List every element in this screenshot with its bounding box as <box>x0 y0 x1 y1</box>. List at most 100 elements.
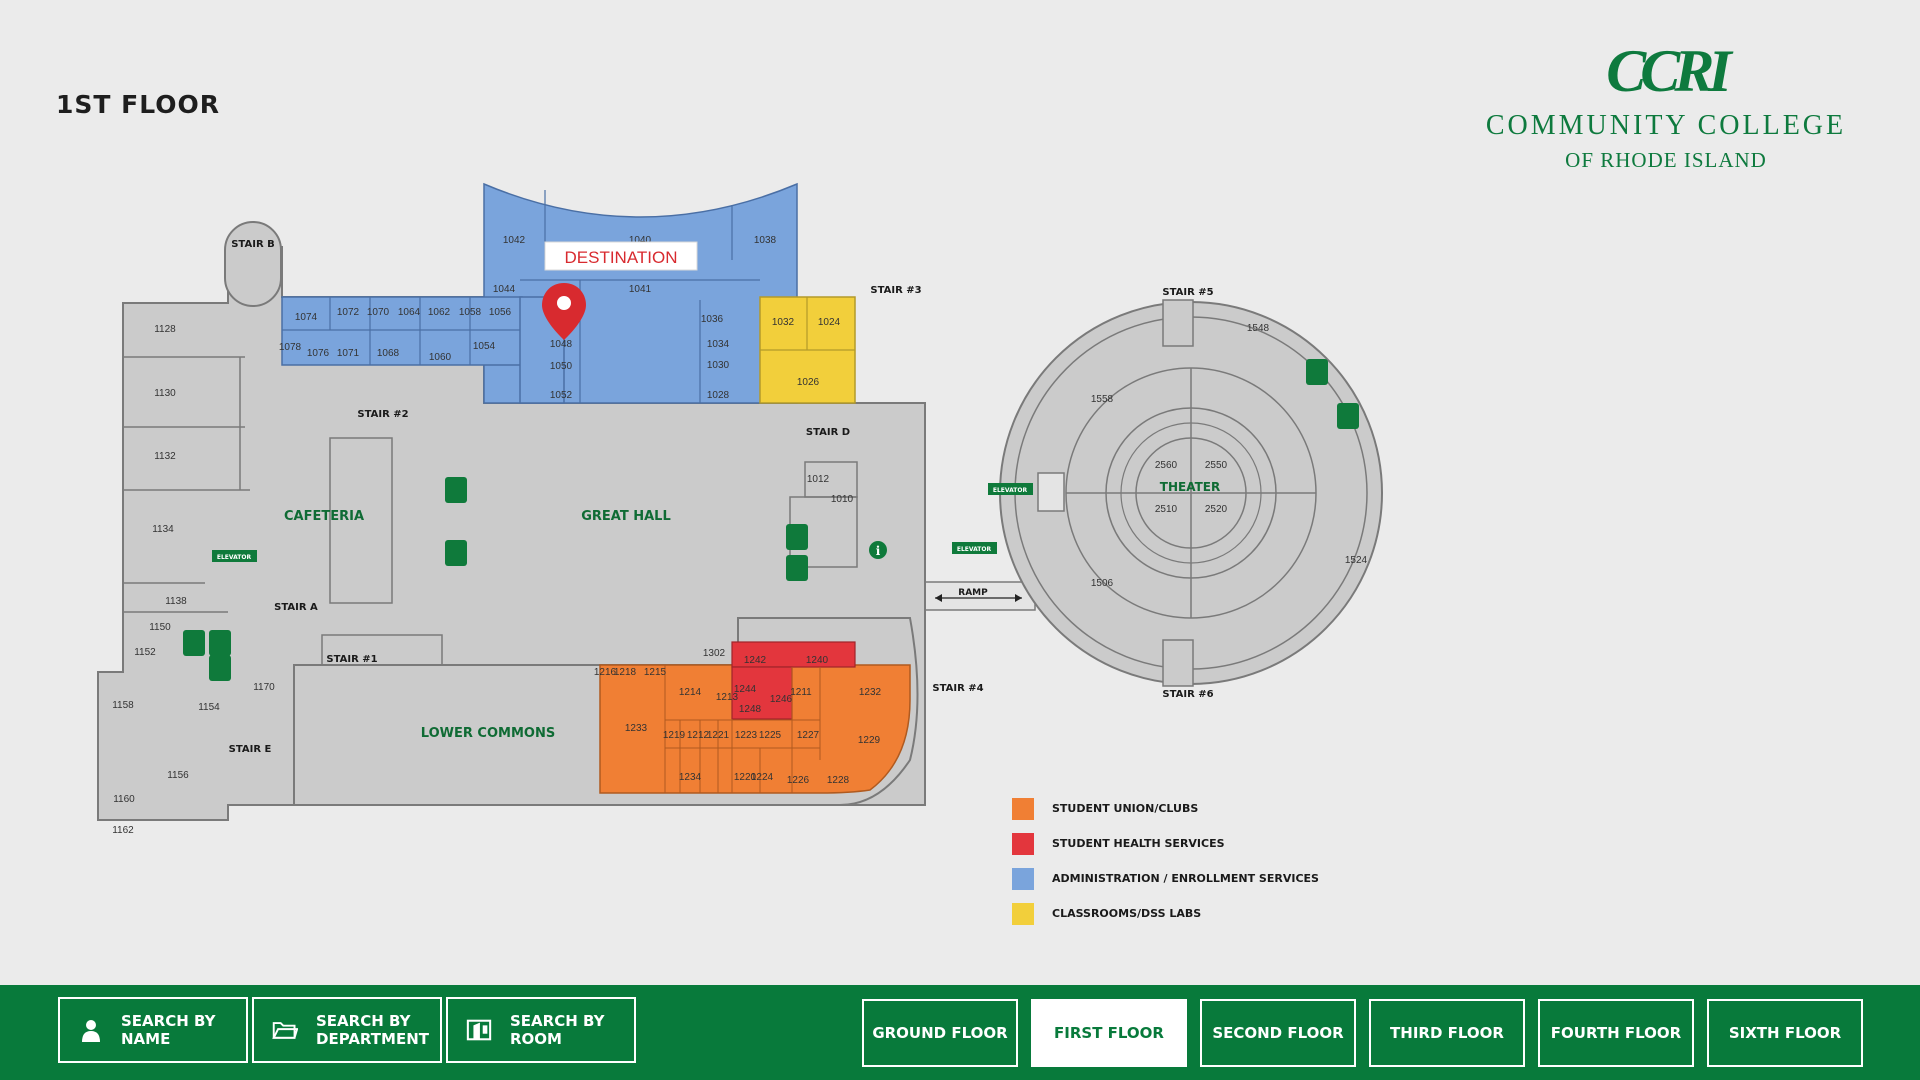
bottom-navigation-bar: SEARCH BY NAME SEARCH BY DEPARTMENT SEAR… <box>0 985 1920 1080</box>
room-number-1064: 1064 <box>398 307 421 318</box>
room-number-1302: 1302 <box>703 648 726 659</box>
room-number-1050: 1050 <box>550 361 573 372</box>
search-by-name-button[interactable]: SEARCH BY NAME <box>58 997 248 1063</box>
restroom-icon <box>445 477 467 503</box>
room-number-1233: 1233 <box>625 723 648 734</box>
room-number-1223: 1223 <box>735 730 758 741</box>
room-number-1152: 1152 <box>134 647 156 658</box>
logo-mark: CCRI <box>1606 38 1731 104</box>
room-number-1154: 1154 <box>198 702 220 713</box>
search-by-department-label: SEARCH BY DEPARTMENT <box>316 1012 429 1048</box>
room-number-1128: 1128 <box>154 324 176 335</box>
room-number-1558: 1558 <box>1091 394 1114 405</box>
cafeteria-label: CAFETERIA <box>284 509 364 524</box>
search-by-room-label: SEARCH BY ROOM <box>510 1012 605 1048</box>
floor-map[interactable]: i ELEVATOR ELEVATOR ELEVATOR CAFETERIA G… <box>0 0 1920 985</box>
room-number-1213: 1213 <box>716 692 739 703</box>
admin-west-wing <box>281 296 523 366</box>
fourth-floor-button[interactable]: FOURTH FLOOR <box>1538 999 1694 1067</box>
room-number-1040: 1040 <box>629 235 652 246</box>
theater-label: THEATER <box>1160 480 1220 494</box>
stair-d-label: STAIR D <box>806 427 850 438</box>
room-number-1138: 1138 <box>165 596 187 607</box>
room-number-2560: 2560 <box>1155 460 1178 471</box>
room-icon <box>466 1017 492 1043</box>
ground-floor-button[interactable]: GROUND FLOOR <box>862 999 1018 1067</box>
legend-label: ADMINISTRATION / ENROLLMENT SERVICES <box>1052 872 1319 885</box>
room-number-1225: 1225 <box>759 730 782 741</box>
search-by-room-button[interactable]: SEARCH BY ROOM <box>446 997 636 1063</box>
room-number-1212: 1212 <box>687 730 710 741</box>
stair-4-label: STAIR #4 <box>932 683 983 694</box>
student-union-block <box>599 664 911 794</box>
health-block-top <box>731 641 856 668</box>
room-number-1156: 1156 <box>167 770 189 781</box>
room-number-1216: 1216 <box>594 667 617 678</box>
room-number-1032: 1032 <box>772 317 795 328</box>
restroom-icon <box>209 655 231 681</box>
ramp-arrow-right <box>1015 594 1022 602</box>
room-number-1038: 1038 <box>754 235 777 246</box>
room-number-1215: 1215 <box>644 667 667 678</box>
legend-swatch <box>1012 832 1034 855</box>
search-by-department-button[interactable]: SEARCH BY DEPARTMENT <box>252 997 442 1063</box>
info-icon <box>869 541 887 559</box>
elevator-label: ELEVATOR <box>993 487 1028 494</box>
room-number-1232: 1232 <box>859 687 882 698</box>
sixth-floor-button[interactable]: SIXTH FLOOR <box>1707 999 1863 1067</box>
stair-a-label: STAIR A <box>274 602 318 613</box>
restroom-icon <box>1337 403 1359 429</box>
room-number-1219: 1219 <box>663 730 686 741</box>
room-number-1042: 1042 <box>503 235 526 246</box>
legend: STUDENT UNION/CLUBS STUDENT HEALTH SERVI… <box>1012 797 1319 937</box>
legend-item-classrooms: CLASSROOMS/DSS LABS <box>1012 902 1319 925</box>
room-number-1024: 1024 <box>818 317 841 328</box>
stair-1-label: STAIR #1 <box>326 654 377 665</box>
room-number-1214: 1214 <box>679 687 702 698</box>
stair-e-label: STAIR E <box>229 744 272 755</box>
room-number-1054: 1054 <box>473 341 496 352</box>
destination-tooltip <box>544 241 698 271</box>
great-hall-label: GREAT HALL <box>581 509 671 524</box>
room-number-1218: 1218 <box>614 667 637 678</box>
second-floor-button[interactable]: SECOND FLOOR <box>1200 999 1356 1067</box>
third-floor-button[interactable]: THIRD FLOOR <box>1369 999 1525 1067</box>
room-number-2550: 2550 <box>1205 460 1228 471</box>
room-number-1211: 1211 <box>790 687 812 698</box>
stair-6-label: STAIR #6 <box>1162 689 1213 700</box>
legend-swatch <box>1012 867 1034 890</box>
theater-elevator-shaft <box>1037 472 1065 512</box>
elevator-label: ELEVATOR <box>957 546 992 553</box>
restroom-icons <box>183 359 1359 681</box>
destination-pin-icon[interactable] <box>542 283 586 340</box>
room-number-1244: 1244 <box>734 684 757 695</box>
folder-icon <box>272 1017 298 1043</box>
room-number-1036: 1036 <box>701 314 724 325</box>
legend-item-health: STUDENT HEALTH SERVICES <box>1012 832 1319 855</box>
elevator-badge <box>952 542 997 554</box>
legend-item-student-union: STUDENT UNION/CLUBS <box>1012 797 1319 820</box>
legend-label: STUDENT HEALTH SERVICES <box>1052 837 1225 850</box>
room-number-1028: 1028 <box>707 390 730 401</box>
room-number-1074: 1074 <box>295 312 318 323</box>
room-number-1162: 1162 <box>112 825 134 836</box>
restroom-icon <box>209 630 231 656</box>
first-floor-button[interactable]: FIRST FLOOR <box>1031 999 1187 1067</box>
room-number-1506: 1506 <box>1091 578 1114 589</box>
stair-3-label: STAIR #3 <box>870 285 921 296</box>
restroom-icon <box>183 630 205 656</box>
room-number-1158: 1158 <box>112 700 134 711</box>
room-number-1060: 1060 <box>429 352 452 363</box>
restroom-icon <box>1306 359 1328 385</box>
room-number-1130: 1130 <box>154 388 176 399</box>
legend-label: CLASSROOMS/DSS LABS <box>1052 907 1202 920</box>
stair-b-tower <box>224 221 282 307</box>
room-number-1150: 1150 <box>149 622 171 633</box>
legend-swatch <box>1012 797 1034 820</box>
west-rooms <box>123 356 858 805</box>
room-number-1242: 1242 <box>744 655 767 666</box>
room-number-1132: 1132 <box>154 451 176 462</box>
room-number-1072: 1072 <box>337 307 360 318</box>
logo-line-1: COMMUNITY COLLEGE <box>1485 110 1847 141</box>
